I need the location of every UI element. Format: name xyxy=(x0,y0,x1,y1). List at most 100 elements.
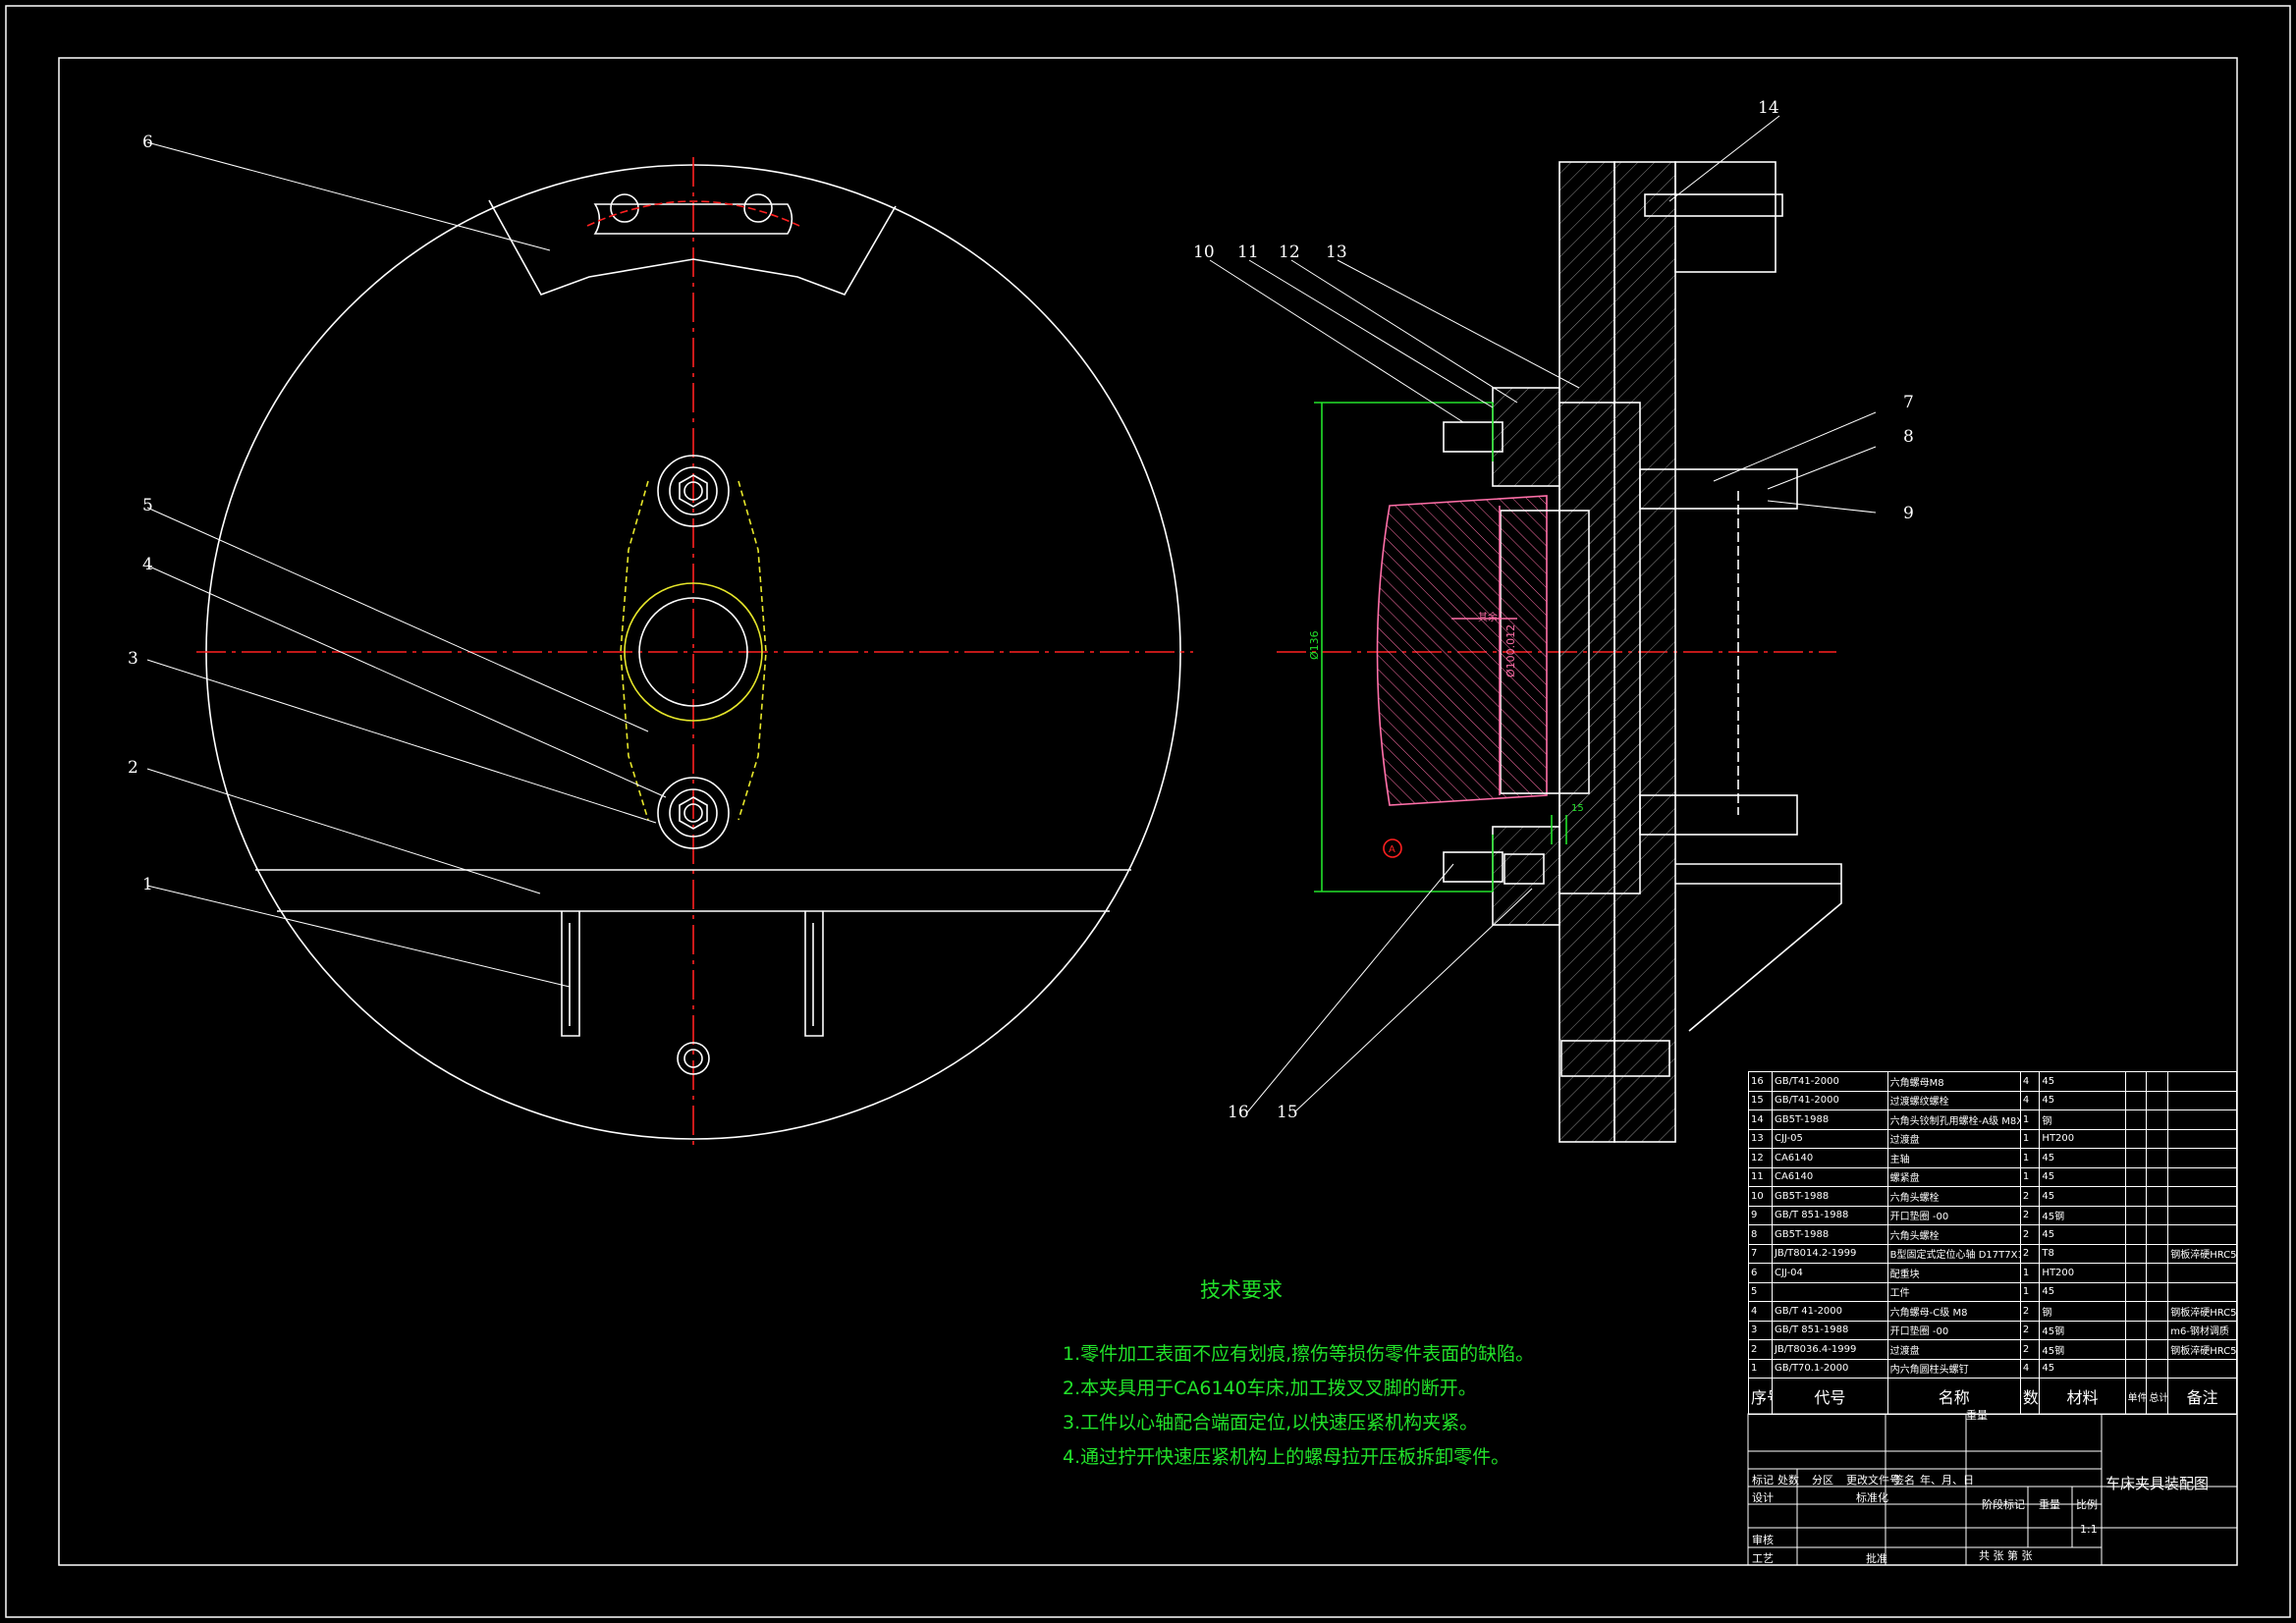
outer-frame xyxy=(5,5,2291,1618)
bom-cell-no: 6 xyxy=(1748,1263,1773,1283)
bom-cell-code: CJJ-04 xyxy=(1771,1263,1888,1283)
leader-5: 5 xyxy=(142,496,153,515)
bom-cell-name: 工件 xyxy=(1886,1281,2021,1302)
bom-cell-name: 六角螺母M8 xyxy=(1886,1071,2021,1092)
bom-cell-no: 12 xyxy=(1748,1148,1773,1168)
bom-cell-qty: 1 xyxy=(2019,1281,2041,1302)
bom-cell-qty: 2 xyxy=(2019,1243,2041,1264)
tb-zone: 分区 xyxy=(1812,1474,1833,1487)
bom-cell-code: GB/T 851-1988 xyxy=(1771,1205,1888,1225)
bom-cell-mat: 45 xyxy=(2039,1224,2126,1245)
dim-width: 15 xyxy=(1571,803,1584,814)
bom-cell-note: m6-钢材调质 xyxy=(2167,1320,2237,1340)
bom-cell-name: 配重块 xyxy=(1886,1263,2021,1283)
tech-requirements-list: 1.零件加工表面不应有划痕,擦伤等损伤零件表面的缺陷。 2.本夹具用于CA614… xyxy=(1063,1337,1534,1475)
bom-cell-name: 过渡盘 xyxy=(1886,1339,2021,1360)
bom-cell-code xyxy=(1771,1281,1888,1302)
bom-cell-code: JB/T8014.2-1999 xyxy=(1771,1243,1888,1264)
bom-cell-mat: T8 xyxy=(2039,1243,2126,1264)
bom-cell-name: 主轴 xyxy=(1886,1148,2021,1168)
bom-cell-empty xyxy=(2124,1281,2148,1302)
tech-item: 3.工件以心轴配合端面定位,以快速压紧机构夹紧。 xyxy=(1063,1412,1479,1434)
dim-bore-dia: Ø100.012 xyxy=(1504,624,1517,677)
bom-cell-empty xyxy=(2146,1358,2169,1379)
bom-cell-mat: 45钢 xyxy=(2039,1205,2126,1225)
bom-cell-note: 钢板淬硬HRC50 xyxy=(2167,1301,2237,1322)
bom-cell-empty xyxy=(2146,1166,2169,1187)
bom-cell-note xyxy=(2167,1205,2237,1225)
bom-cell-mat: 45 xyxy=(2039,1186,2126,1207)
bom-cell-no: 15 xyxy=(1748,1090,1773,1110)
bom-cell-code: JB/T8036.4-1999 xyxy=(1771,1339,1888,1360)
bom-cell-empty xyxy=(2124,1186,2148,1207)
bom-cell-code: GB5T-1988 xyxy=(1771,1109,1888,1130)
bom-cell-mat: 45 xyxy=(2039,1358,2126,1379)
tb-date: 年、月、日 xyxy=(1920,1474,1974,1487)
bom-cell-mat: 45钢 xyxy=(2039,1320,2126,1340)
leader-12: 12 xyxy=(1279,243,1300,262)
tb-design: 设计 xyxy=(1752,1491,1774,1504)
bom-cell-name: 六角螺母-C级 M8 xyxy=(1886,1301,2021,1322)
bom-cell-empty xyxy=(2146,1205,2169,1225)
tech-item: 4.通过拧开快速压紧机构上的螺母拉开压板拆卸零件。 xyxy=(1063,1446,1510,1468)
bom-cell-code: GB/T 41-2000 xyxy=(1771,1301,1888,1322)
bom-cell-no: 11 xyxy=(1748,1166,1773,1187)
bom-cell-empty xyxy=(2124,1339,2148,1360)
bom-cell-name: 螺紧盘 xyxy=(1886,1166,2021,1187)
bom-cell-qty: 2 xyxy=(2019,1301,2041,1322)
bom-cell-empty xyxy=(2146,1128,2169,1149)
bom-cell-no: 9 xyxy=(1748,1205,1773,1225)
bom-cell-name: 内六角圆柱头螺钉 xyxy=(1886,1358,2021,1379)
leader-13: 13 xyxy=(1326,243,1347,262)
bom-cell-note xyxy=(2167,1224,2237,1245)
bom-cell-empty xyxy=(2146,1339,2169,1360)
bom-cell-no: 2 xyxy=(1748,1339,1773,1360)
counterweight xyxy=(488,199,897,296)
bom-cell-qty: 2 xyxy=(2019,1320,2041,1340)
bom-cell-no: 13 xyxy=(1748,1128,1773,1149)
tb-sign: 签名 xyxy=(1893,1474,1915,1487)
bom-cell-mat: 钢 xyxy=(2039,1301,2126,1322)
bom-cell-mat: 45 xyxy=(2039,1148,2126,1168)
bom-cell-empty xyxy=(2146,1090,2169,1110)
leader-7: 7 xyxy=(1903,393,1914,412)
workpiece-section xyxy=(1376,495,1548,806)
bom-cell-empty xyxy=(2124,1128,2148,1149)
tb-count: 处数 xyxy=(1777,1474,1799,1487)
bom-cell-name: 六角头铰制孔用螺栓-A级 M8X40 xyxy=(1886,1109,2021,1130)
bom-cell-qty: 4 xyxy=(2019,1358,2041,1379)
bom-cell-code: GB/T41-2000 xyxy=(1771,1071,1888,1092)
leader-3: 3 xyxy=(128,649,138,669)
leader-16: 16 xyxy=(1228,1103,1249,1122)
bom-cell-qty: 2 xyxy=(2019,1339,2041,1360)
bom-cell-no: 10 xyxy=(1748,1186,1773,1207)
bom-cell-empty xyxy=(2124,1109,2148,1130)
bom-weight-header: 重量 xyxy=(1966,1409,1988,1422)
bom-cell-empty xyxy=(2146,1301,2169,1322)
bom-cell-empty xyxy=(2124,1358,2148,1379)
bom-cell-name: 过渡螺纹螺栓 xyxy=(1886,1090,2021,1110)
bom-cell-empty xyxy=(2124,1166,2148,1187)
tb-scale: 比例 xyxy=(2076,1498,2098,1511)
leader-11: 11 xyxy=(1237,243,1259,262)
bom-cell-mat: 45 xyxy=(2039,1166,2126,1187)
bom-cell-note xyxy=(2167,1128,2237,1149)
bom-cell-empty xyxy=(2146,1281,2169,1302)
leader-14: 14 xyxy=(1758,98,1779,118)
tb-check: 审核 xyxy=(1752,1534,1774,1546)
bom-cell-code: GB/T 851-1988 xyxy=(1771,1320,1888,1340)
leader-9: 9 xyxy=(1903,504,1914,523)
front-view xyxy=(146,141,1193,1149)
tb-std: 标准化 xyxy=(1856,1491,1888,1504)
bom-cell-name: 过渡盘 xyxy=(1886,1128,2021,1149)
leader-labels-right: 10 11 12 13 14 7 8 9 16 15 Ø136 Ø100.012… xyxy=(1193,98,1914,1122)
bom-cell-mat: 钢 xyxy=(2039,1109,2126,1130)
leader-4: 4 xyxy=(142,555,153,574)
bom-cell-empty xyxy=(2146,1186,2169,1207)
